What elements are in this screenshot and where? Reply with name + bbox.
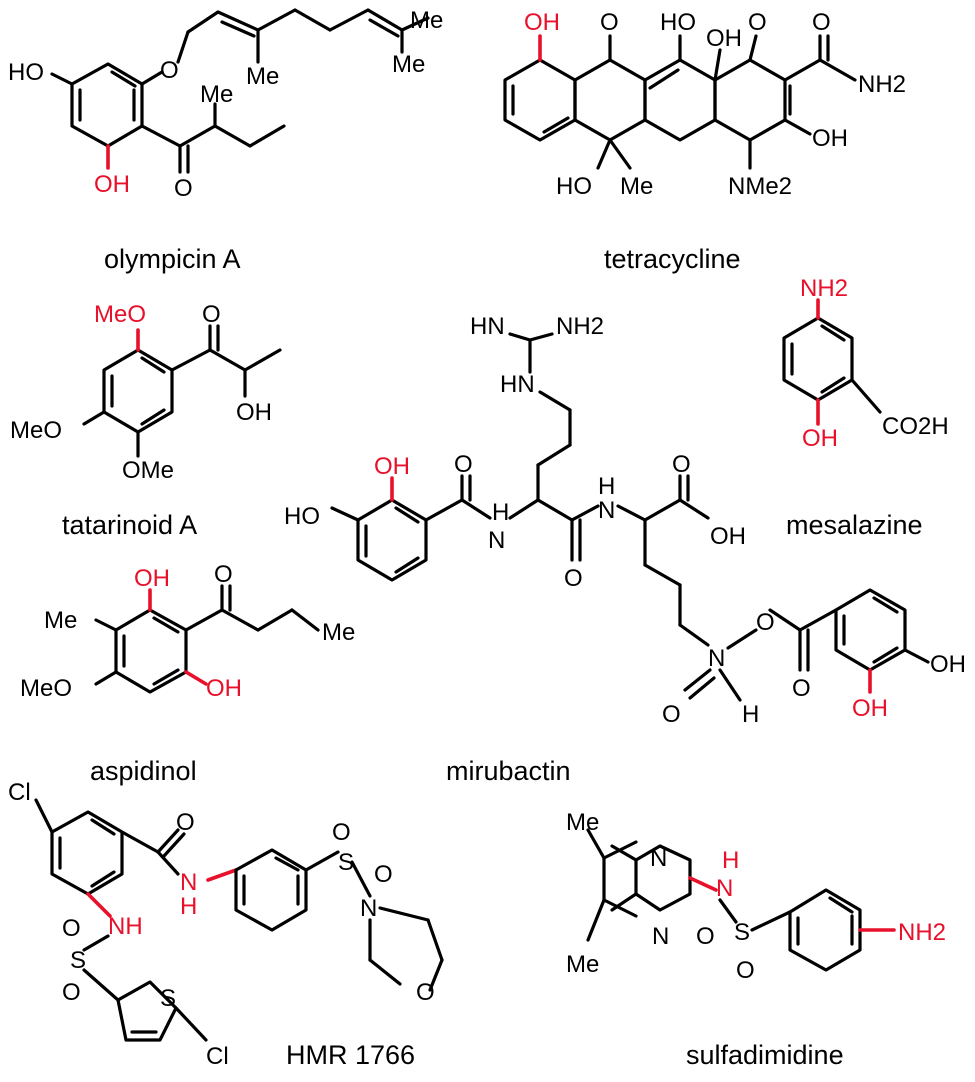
aspidinol-meo-label: MeO [20, 675, 72, 702]
olympicin-oh-label: OH [94, 171, 130, 198]
tatarinoid-meo-label: MeO [94, 301, 146, 328]
mirubactin-h-label: H [742, 701, 759, 728]
olympicin-ketone-o-label: O [174, 175, 193, 202]
tatarinoid-meo-label: MeO [10, 417, 62, 444]
olympicin-me-label: Me [200, 81, 233, 108]
hmr-morpholine-n-label: N [360, 895, 377, 922]
compound-name-aspidinol: aspidinol [90, 756, 197, 786]
compound-name-sulfadimidine: sulfadimidine [686, 1040, 844, 1070]
mirubactin-n-label: N [708, 645, 725, 672]
tatarinoid-o-label: O [202, 301, 221, 328]
hmr-o-label: O [62, 979, 81, 1006]
olympicin-me-label: Me [392, 51, 425, 78]
hmr-s-label: S [338, 849, 354, 876]
mirubactin-oh-label: OH [930, 651, 966, 678]
hmr-o-label: O [176, 809, 195, 836]
compound-name-tetracycline: tetracycline [604, 244, 741, 274]
mirubactin-n-label: N [598, 497, 615, 524]
mirubactin-h-label: H [598, 473, 615, 500]
sulfadimidine-nh2-label: NH2 [898, 919, 946, 946]
mirubactin-hn-label: HN [500, 371, 535, 398]
sulfadimidine-o-label: O [696, 923, 715, 950]
aspidinol-me-label: Me [44, 607, 77, 634]
aspidinol-o-label: O [214, 561, 233, 588]
hmr-thiophene-s-label: S [160, 985, 176, 1012]
mirubactin-structure: HN NH2 HN OH HO O H N N H O O OH N O O O… [284, 313, 966, 786]
tetracycline-ho-label: HO [660, 9, 696, 36]
mirubactin-acid-o-label: O [672, 451, 691, 478]
tatarinoid-oh-label: OH [236, 399, 272, 426]
mirubactin-hn-label: HN [470, 313, 505, 340]
olympicin-me-label: Me [410, 7, 443, 34]
aspidinol-me-label: Me [322, 619, 355, 646]
tetracycline-nme2-label: NMe2 [728, 173, 792, 200]
mirubactin-o-label: O [454, 451, 473, 478]
sulfadimidine-me-label: Me [566, 951, 599, 978]
compound-name-mirubactin: mirubactin [446, 756, 571, 786]
hmr-1766-structure: Cl O N H NH O S O N O O S O S Cl HMR 176… [8, 779, 444, 1070]
hmr-cl-label: Cl [206, 1043, 229, 1070]
olympicin-ho-label: HO [8, 59, 44, 86]
sulfadimidine-structure: Me N H N N S O O NH2 Me sulfadimidine [566, 809, 946, 1070]
hmr-nh-label: NH [108, 913, 143, 940]
tetracycline-o-label: O [748, 9, 767, 36]
tatarinoid-a-structure: MeO O OH MeO OMe mirubactin tatarinoid A [10, 301, 282, 540]
mesalazine-structure: NH2 CO2H OH mesalazine [782, 275, 949, 540]
olympicin-ether-o-label: O [160, 57, 179, 84]
sulfadimidine-h-label: H [722, 847, 739, 874]
sulfadimidine-o-label: O [736, 957, 755, 984]
tetracycline-o-label: O [600, 9, 619, 36]
hmr-cl-label: Cl [8, 779, 31, 806]
aspidinol-oh-label: OH [134, 565, 170, 592]
mirubactin-acid-oh-label: OH [710, 523, 746, 550]
mirubactin-n-label: N [488, 527, 505, 554]
compound-name-tatarinoid-a: tatarinoid A [62, 510, 197, 540]
mesalazine-nh2-label: NH2 [800, 275, 848, 302]
aspidinol-structure: OH O Me Me MeO OH aspidinol [20, 561, 355, 786]
mirubactin-oh-label: OH [374, 453, 410, 480]
hmr-sulfonyl-s-label: S [70, 947, 86, 974]
compound-name-hmr-1766: HMR 1766 [286, 1040, 415, 1070]
mirubactin-ho-label: HO [284, 503, 320, 530]
tetracycline-me-label: Me [620, 173, 653, 200]
olympicin-a-structure: HO O Me Me Me Me O OH olympicin A [8, 7, 443, 274]
mirubactin-o-label: O [564, 565, 583, 592]
mirubactin-oh-label: OH [852, 695, 888, 722]
hmr-o-label: O [62, 915, 81, 942]
mirubactin-o-label: O [662, 701, 681, 728]
tetracycline-structure: OH O HO OH O O NH2 OH HO Me NMe2 tetracy… [503, 9, 906, 274]
hmr-morpholine-o-label: O [416, 979, 435, 1006]
tatarinoid-ome-label: OMe [122, 457, 174, 484]
sulfadimidine-me-label: Me [566, 809, 599, 836]
mirubactin-nh2-label: NH2 [556, 313, 604, 340]
sulfadimidine-n-label: N [652, 923, 669, 950]
mesalazine-oh-label: OH [802, 425, 838, 452]
tetracycline-amide-o-label: O [812, 9, 831, 36]
mirubactin-o-label: O [792, 675, 811, 702]
hmr-o-label: O [374, 861, 393, 888]
hmr-o-label: O [332, 819, 351, 846]
sulfadimidine-nh-label: N [716, 875, 733, 902]
hmr-n-label: N [180, 869, 197, 896]
tetracycline-oh-label: OH [812, 125, 848, 152]
mirubactin-o-label: O [756, 609, 775, 636]
compound-name-mesalazine: mesalazine [786, 510, 923, 540]
compound-name-olympicin-a: olympicin A [104, 244, 241, 274]
tetracycline-oh-label: OH [524, 9, 560, 36]
sulfadimidine-n-label: N [650, 845, 667, 872]
hmr-h-label: H [180, 893, 197, 920]
tetracycline-ho-label: HO [556, 173, 592, 200]
sulfadimidine-s-label: S [734, 919, 750, 946]
tetracycline-nh2-label: NH2 [858, 71, 906, 98]
mesalazine-co2h-label: CO2H [882, 413, 949, 440]
olympicin-me-label: Me [246, 63, 279, 90]
aspidinol-oh-label: OH [206, 675, 242, 702]
tetracycline-oh-label: OH [706, 25, 742, 52]
mirubactin-h-label: H [492, 499, 509, 526]
